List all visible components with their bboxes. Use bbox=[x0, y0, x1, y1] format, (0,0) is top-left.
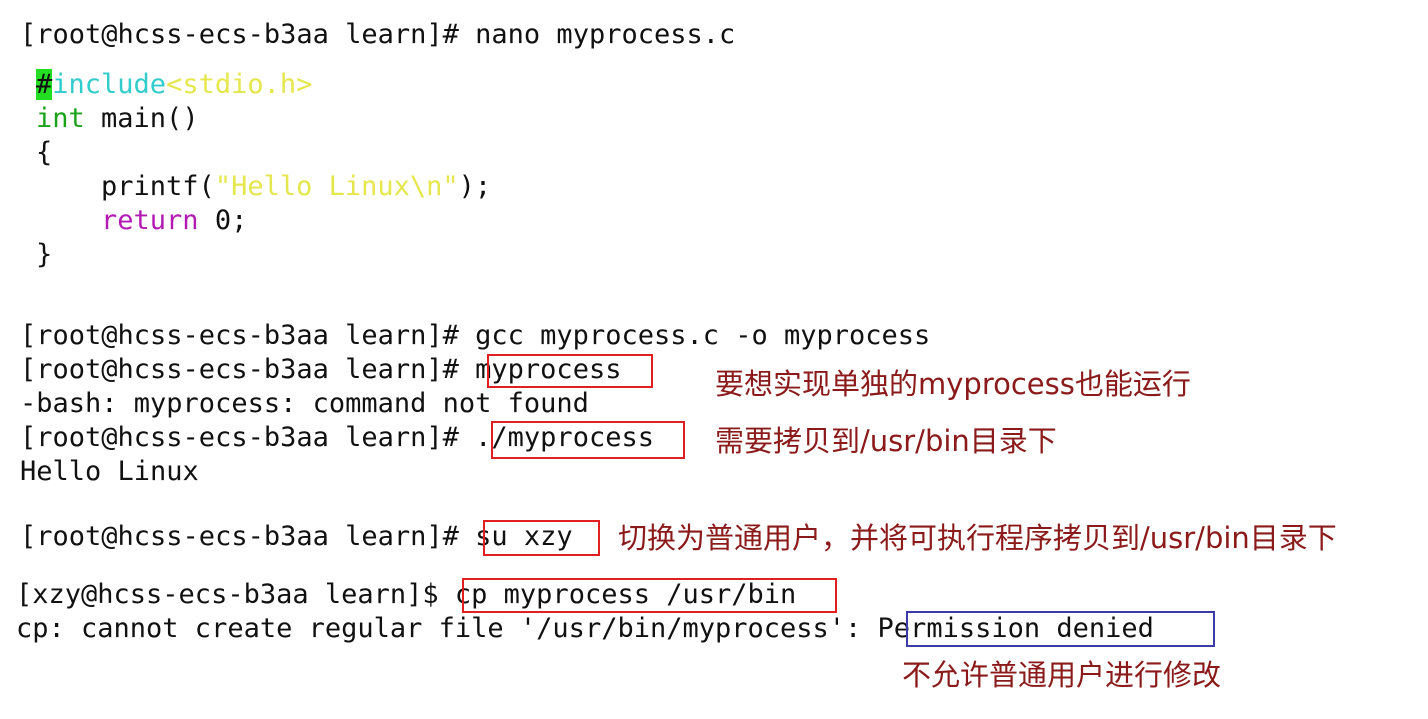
shell-prompt: [root@hcss-ecs-b3aa learn]# bbox=[20, 422, 476, 453]
cp-error-line: cp: cannot create regular file '/usr/bin… bbox=[16, 612, 1154, 646]
program-output: Hello Linux bbox=[20, 456, 199, 487]
cp-error-prefix: cp: cannot create regular file '/usr/bin… bbox=[16, 613, 878, 644]
terminal-line-dot-myprocess: [root@hcss-ecs-b3aa learn]# ./myprocess bbox=[20, 421, 654, 455]
shell-prompt: [root@hcss-ecs-b3aa learn]# bbox=[20, 19, 476, 50]
cp-command: cp myprocess /usr/bin bbox=[454, 579, 797, 610]
terminal-line-cp: [xzy@hcss-ecs-b3aa learn]$ cp myprocess … bbox=[16, 578, 796, 612]
su-command: su xzy bbox=[475, 521, 573, 552]
shell-prompt: [root@hcss-ecs-b3aa learn]# bbox=[20, 354, 476, 385]
main-signature: main() bbox=[84, 103, 199, 134]
code-line-return: return 0; bbox=[36, 204, 247, 238]
include-header: <stdio.h> bbox=[166, 69, 313, 100]
terminal-line-nano: [root@hcss-ecs-b3aa learn]# nano myproce… bbox=[20, 18, 735, 52]
code-line-open-brace: { bbox=[36, 137, 53, 168]
annotation-copy-to-usr-bin: 需要拷贝到/usr/bin目录下 bbox=[715, 424, 1057, 458]
code-line-include: #include<stdio.h> bbox=[36, 68, 312, 102]
highlight-box-su bbox=[483, 520, 600, 556]
terminal-line-su: [root@hcss-ecs-b3aa learn]# su xzy bbox=[20, 520, 573, 554]
permission-denied-text: Permission denied bbox=[877, 613, 1154, 644]
shell-prompt: [root@hcss-ecs-b3aa learn]# bbox=[20, 521, 476, 552]
printf-call: printf( bbox=[36, 171, 215, 202]
include-directive: include bbox=[52, 69, 167, 100]
return-indent bbox=[36, 205, 101, 236]
highlight-box-cp bbox=[462, 578, 837, 613]
terminal-line-myprocess: [root@hcss-ecs-b3aa learn]# myprocess bbox=[20, 353, 621, 387]
highlight-box-dot-myprocess bbox=[491, 421, 685, 459]
myprocess-command: myprocess bbox=[475, 354, 622, 385]
annotation-not-allowed: 不允许普通用户进行修改 bbox=[902, 658, 1222, 692]
annotation-switch-user: 切换为普通用户，并将可执行程序拷贝到/usr/bin目录下 bbox=[618, 521, 1337, 555]
editor-cursor: # bbox=[36, 69, 53, 100]
return-keyword: return bbox=[101, 205, 199, 236]
terminal-line-gcc: [root@hcss-ecs-b3aa learn]# gcc myproces… bbox=[20, 320, 931, 351]
code-line-close-brace: } bbox=[36, 239, 53, 270]
int-keyword: int bbox=[36, 103, 85, 134]
bash-error-line: -bash: myprocess: command not found bbox=[20, 388, 589, 419]
dot-myprocess-command: ./myprocess bbox=[475, 422, 654, 453]
nano-command: nano myprocess.c bbox=[475, 19, 736, 50]
return-value: 0; bbox=[198, 205, 248, 236]
printf-end: ); bbox=[458, 171, 492, 202]
user-shell-prompt: [xzy@hcss-ecs-b3aa learn]$ bbox=[16, 579, 455, 610]
code-line-main: int main() bbox=[36, 102, 199, 136]
printf-string: "Hello Linux\n" bbox=[214, 171, 459, 202]
annotation-run-standalone: 要想实现单独的myprocess也能运行 bbox=[715, 367, 1191, 401]
code-line-printf: printf("Hello Linux\n"); bbox=[36, 170, 491, 204]
highlight-box-permission-denied bbox=[906, 611, 1215, 647]
highlight-box-myprocess bbox=[487, 354, 653, 388]
